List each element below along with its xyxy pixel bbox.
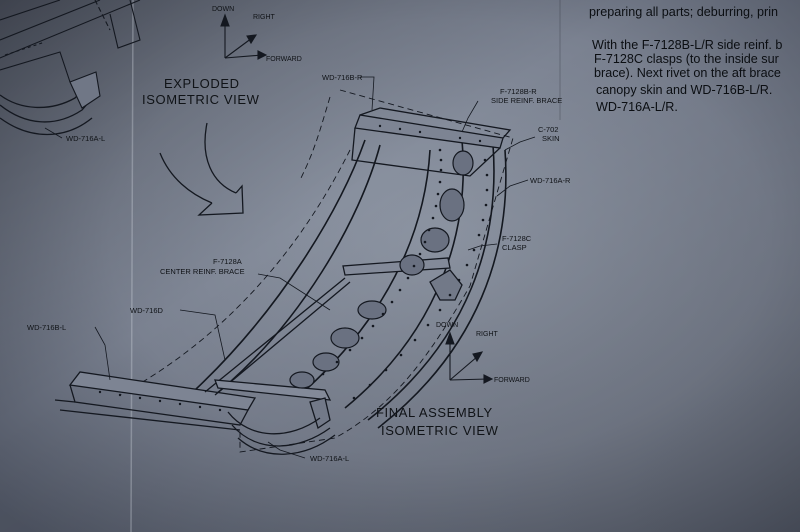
final-axis-right-label: RIGHT (476, 331, 499, 338)
label-f7128a: F-7128A (213, 257, 242, 266)
label-wd716b-l: WD-716B-L (27, 323, 66, 332)
instruction-text-block: preparing all parts; deburring, prin Wit… (589, 5, 782, 114)
label-center-reinf-brace: CENTER REINF. BRACE (160, 267, 245, 276)
label-wd716d: WD-716D (130, 306, 164, 315)
instruction-line-4: brace). Next rivet on the aft brace (594, 66, 781, 80)
instruction-line-1: preparing all parts; deburring, prin (589, 5, 778, 19)
instruction-line-6: WD-716A-L/R. (596, 100, 678, 114)
final-view-title-1: FINAL ASSEMBLY (376, 405, 493, 420)
exploded-axis-down-label: DOWN (212, 6, 234, 13)
exploded-axis-diagram (220, 13, 268, 60)
exploded-axis-right-label: RIGHT (253, 14, 276, 21)
label-clasp: CLASP (502, 243, 527, 252)
leader-lines (94, 76, 536, 459)
label-c702: C-702 (538, 125, 558, 134)
label-f7128c: F-7128C (502, 234, 532, 243)
exploded-view-drawing (0, 0, 141, 136)
lightening-holes (289, 150, 474, 389)
instruction-line-2: With the F-7128B-L/R side reinf. b (592, 38, 782, 52)
final-axis-down-label: DOWN (436, 322, 458, 329)
rivet-holes (98, 124, 489, 412)
exploded-view-title-2: ISOMETRIC VIEW (142, 92, 260, 107)
label-wd716b-r: WD-716B-R (322, 73, 363, 82)
final-axis-diagram (445, 331, 494, 384)
page-fold-line (130, 0, 134, 532)
exploded-axis-forward-label: FORWARD (266, 56, 302, 63)
exploded-view-title-1: EXPLODED (164, 76, 240, 91)
label-f7128b-r: F-7128B-R (500, 87, 537, 96)
instruction-line-5: canopy skin and WD-716B-L/R. (596, 83, 772, 97)
final-axis-forward-label: FORWARD (494, 377, 530, 384)
exploded-wd716a-l-label: WD-716A-L (66, 134, 105, 143)
label-side-reinf-brace: SIDE REINF. BRACE (491, 96, 562, 105)
instruction-line-3: F-7128C clasps (to the inside sur (594, 52, 779, 66)
label-wd716a-r: WD-716A-R (530, 176, 571, 185)
label-skin: SKIN (542, 134, 560, 143)
label-wd716a-l: WD-716A-L (310, 454, 349, 463)
exploded-to-final-arrow (159, 122, 244, 216)
final-view-title-2: ISOMETRIC VIEW (381, 423, 499, 438)
